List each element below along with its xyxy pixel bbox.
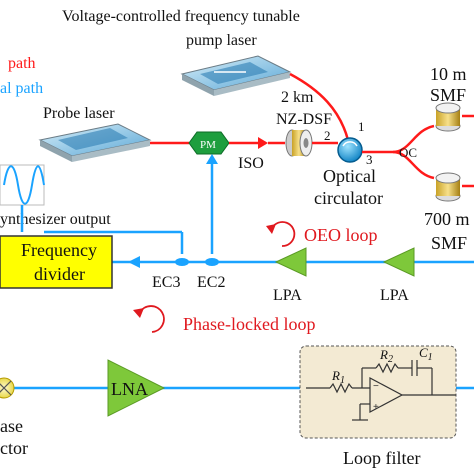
lna-amplifier bbox=[107, 359, 166, 417]
oeo-loop-label: OEO loop bbox=[304, 225, 378, 245]
loop-filter-circuit bbox=[306, 360, 456, 421]
probe-laser-label: Probe laser bbox=[43, 105, 115, 122]
c1-label: C1 bbox=[419, 345, 433, 363]
r1-label: R1 bbox=[331, 368, 345, 386]
ec2-label: EC2 bbox=[197, 274, 225, 291]
oc-label: OC bbox=[399, 145, 417, 160]
ec3-coupler bbox=[175, 258, 189, 266]
detector-label-line1: ase bbox=[0, 416, 23, 436]
bus-arrow-to-divider bbox=[128, 256, 140, 268]
lpa-left-label: LPA bbox=[273, 287, 302, 304]
legend-optical-path: path bbox=[8, 55, 36, 72]
circulator-arrow-icon bbox=[342, 141, 358, 147]
probe-laser bbox=[38, 123, 152, 162]
circulator-label-line1: Optical bbox=[323, 166, 376, 186]
pm-drive-arrow bbox=[206, 154, 218, 164]
port-2-label: 2 bbox=[324, 128, 331, 143]
smf-700m-spool bbox=[435, 172, 461, 202]
smf-top-length-label: 10 m bbox=[430, 64, 467, 84]
fiber-length-label: 2 km bbox=[281, 89, 314, 106]
optical-coupler bbox=[392, 124, 435, 180]
synthesizer-output-label: ynthesizer output bbox=[0, 211, 111, 228]
pump-laser-title-line1: Voltage-controlled frequency tunable bbox=[62, 8, 300, 25]
smf-top-type-label: SMF bbox=[430, 85, 466, 105]
isolator-arrow bbox=[258, 137, 268, 149]
loop-filter-label: Loop filter bbox=[343, 448, 420, 468]
pll-loop-icon bbox=[139, 305, 165, 333]
opamp-plus-sign: + bbox=[373, 402, 379, 413]
oeo-loop-arrowhead bbox=[266, 224, 276, 234]
lpa-right-amplifier bbox=[382, 247, 415, 277]
lna-label: LNA bbox=[111, 379, 148, 399]
sine-wave-icon bbox=[3, 165, 45, 205]
port-1-label: 1 bbox=[358, 119, 365, 134]
pll-label: Phase-locked loop bbox=[183, 314, 315, 334]
detector-label-line2: ctor bbox=[0, 438, 28, 458]
phase-detector-cross-icon-2 bbox=[0, 380, 12, 393]
lpa-left-amplifier bbox=[274, 247, 307, 277]
phase-modulator: PM bbox=[188, 131, 230, 155]
pm-label: PM bbox=[200, 139, 216, 151]
port-3-label: 3 bbox=[366, 152, 373, 167]
fiber-type-label: NZ-DSF bbox=[276, 111, 332, 128]
pump-laser bbox=[180, 55, 292, 96]
ec2-coupler bbox=[205, 258, 219, 266]
frequency-divider-label-line1: Frequency bbox=[21, 240, 97, 260]
nz-dsf-spool bbox=[285, 129, 313, 157]
lpa-right-label: LPA bbox=[380, 287, 409, 304]
c1-subscript: 1 bbox=[428, 352, 433, 363]
opamp-minus-sign: − bbox=[373, 381, 379, 392]
phase-detector bbox=[0, 377, 15, 399]
legend-electrical-path: al path bbox=[0, 80, 43, 97]
frequency-divider-label-line2: divider bbox=[34, 264, 85, 284]
ec3-label: EC3 bbox=[152, 274, 180, 291]
r2-symbol: R bbox=[379, 347, 388, 362]
r2-label: R2 bbox=[379, 347, 393, 365]
frequency-divider bbox=[0, 235, 113, 289]
c1-symbol: C bbox=[419, 345, 428, 360]
pump-laser-title-line2: pump laser bbox=[186, 32, 257, 49]
smf-bottom-length-label: 700 m bbox=[424, 209, 470, 229]
oeo-loop-icon bbox=[271, 221, 296, 247]
smf-bottom-type-label: SMF bbox=[431, 233, 467, 253]
smf-10m-spool bbox=[435, 102, 461, 132]
r1-subscript: 1 bbox=[340, 375, 345, 386]
r1-symbol: R bbox=[331, 368, 340, 383]
circulator-label-line2: circulator bbox=[314, 188, 383, 208]
iso-label: ISO bbox=[238, 155, 264, 172]
pump-fiber bbox=[289, 72, 350, 141]
r2-subscript: 2 bbox=[388, 354, 393, 365]
pll-loop-arrowhead bbox=[133, 308, 144, 318]
